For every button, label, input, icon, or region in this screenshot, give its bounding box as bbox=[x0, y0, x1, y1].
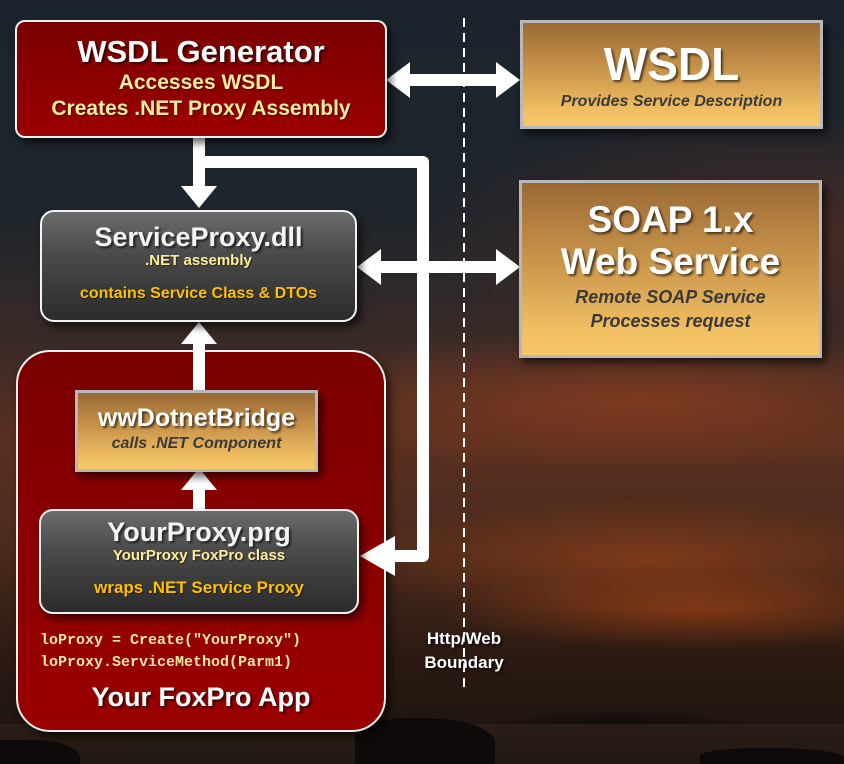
service-proxy-box: ServiceProxy.dll .NET assembly contains … bbox=[40, 210, 357, 322]
bridge-to-proxy-shaft bbox=[193, 340, 205, 392]
yourproxy-to-bridge-shaft bbox=[193, 486, 205, 512]
soap-link-shaft bbox=[378, 261, 500, 273]
soap-service-line2: Processes request bbox=[590, 311, 751, 331]
foxpro-app-title: Your FoxPro App bbox=[91, 682, 311, 712]
wsdl-generator-line2: Creates .NET Proxy Assembly bbox=[51, 97, 351, 120]
wsdl-generator-title: WSDL Generator bbox=[77, 34, 325, 69]
foxpro-code-line2: loProxy.ServiceMethod(Parm1) bbox=[40, 654, 293, 671]
soap-service-title-line2: Web Service bbox=[560, 241, 781, 282]
service-proxy-subtitle: .NET assembly bbox=[145, 252, 252, 269]
wsdl-generator-line1: Accesses WSDL bbox=[118, 71, 284, 94]
dotnet-bridge-subtitle: calls .NET Component bbox=[111, 435, 282, 452]
your-proxy-title: YourProxy.prg bbox=[107, 517, 291, 547]
wsdl-subtitle: Provides Service Description bbox=[560, 93, 783, 110]
boundary-label-line1: Http/Web bbox=[426, 629, 502, 648]
service-proxy-title: ServiceProxy.dll bbox=[94, 222, 303, 252]
wsdl-link-shaft bbox=[408, 74, 500, 86]
dotnet-bridge-box: wwDotnetBridge calls .NET Component bbox=[75, 390, 318, 472]
wsdl-box: WSDL Provides Service Description bbox=[520, 20, 823, 129]
soap-link-arrowhead-left bbox=[357, 249, 381, 285]
yourproxy-to-bridge-arrowhead bbox=[181, 468, 217, 490]
your-proxy-note: wraps .NET Service Proxy bbox=[94, 578, 304, 597]
generator-to-proxy-arrowhead bbox=[181, 186, 217, 208]
wsdl-link-arrowhead-left bbox=[386, 62, 410, 98]
your-proxy-subtitle: YourProxy FoxPro class bbox=[112, 547, 286, 564]
wsdl-generator-box: WSDL Generator Accesses WSDL Creates .NE… bbox=[15, 20, 387, 138]
generator-to-yourproxy-route bbox=[199, 156, 429, 562]
soap-service-line1: Remote SOAP Service bbox=[575, 287, 766, 307]
bridge-to-proxy-arrowhead bbox=[181, 322, 217, 344]
soap-service-box: SOAP 1.x Web Service Remote SOAP Service… bbox=[519, 180, 822, 358]
soap-service-title-line1: SOAP 1.x bbox=[587, 199, 754, 240]
generator-to-yourproxy-arrowhead bbox=[360, 536, 395, 576]
your-proxy-box: YourProxy.prg YourProxy FoxPro class wra… bbox=[39, 509, 359, 614]
soap-link-arrowhead-right bbox=[496, 249, 520, 285]
background-rock bbox=[355, 718, 495, 764]
dotnet-bridge-title: wwDotnetBridge bbox=[97, 404, 296, 432]
service-proxy-note: contains Service Class & DTOs bbox=[79, 285, 318, 302]
background-rock bbox=[700, 748, 844, 764]
wsdl-title: WSDL bbox=[603, 38, 740, 90]
boundary-label-line2: Boundary bbox=[424, 653, 504, 672]
wsdl-link-arrowhead-right bbox=[496, 62, 520, 98]
foxpro-code-line1: loProxy = Create("YourProxy") bbox=[40, 632, 302, 649]
